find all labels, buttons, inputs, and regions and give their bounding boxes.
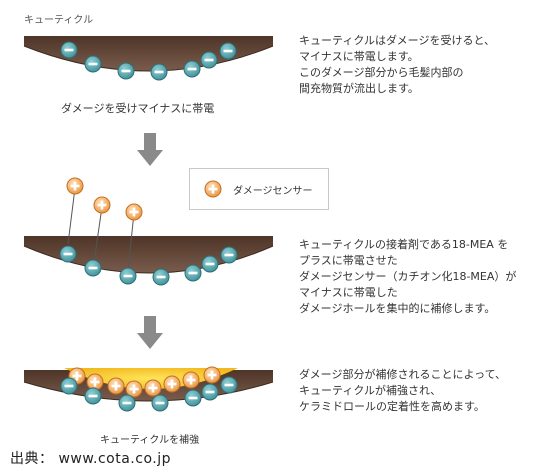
minus-ion xyxy=(84,259,102,277)
minus-ion xyxy=(183,60,201,78)
minus-ion xyxy=(152,268,170,286)
plus-ion xyxy=(107,377,125,395)
diagram-title: キューティクル xyxy=(24,15,94,26)
plus-ion xyxy=(144,379,162,397)
panel1-description: キューティクルはダメージを受けると、 マイナスに帯電します。 このダメージ部分か… xyxy=(299,34,496,95)
panel2-description: キューティクルの接着剤である18-MEA を プラスに帯電させた ダメージセンサ… xyxy=(299,238,517,315)
panel2-cuticle xyxy=(23,177,274,286)
minus-ion xyxy=(150,63,168,81)
minus-ion xyxy=(201,255,219,273)
minus-ion xyxy=(59,245,77,263)
minus-ion xyxy=(200,51,218,69)
legend-label: ダメージセンサー xyxy=(233,186,313,197)
minus-ion xyxy=(220,376,238,394)
minus-ion xyxy=(219,42,237,60)
plus-ion xyxy=(163,375,181,393)
minus-ion xyxy=(184,264,202,282)
down-arrow-icon xyxy=(137,133,163,166)
minus-ion xyxy=(119,267,137,285)
panel1-caption: ダメージを受けマイナスに帯電 xyxy=(61,102,215,115)
plus-ion xyxy=(93,196,111,214)
minus-ion xyxy=(151,394,169,412)
plus-ion-icon xyxy=(204,180,222,198)
minus-ion xyxy=(184,389,202,407)
plus-ion xyxy=(66,177,84,195)
minus-ion xyxy=(220,246,238,264)
minus-ion xyxy=(118,394,136,412)
minus-ion xyxy=(84,387,102,405)
minus-ion xyxy=(60,41,78,59)
plus-ion xyxy=(182,371,200,389)
panel1-cuticle xyxy=(23,36,274,81)
plus-ion xyxy=(125,380,143,398)
panel3-cuticle xyxy=(23,366,274,412)
minus-ion xyxy=(60,377,78,395)
down-arrow-icon xyxy=(137,316,163,349)
minus-ion xyxy=(117,62,135,80)
panel3-description: ダメージ部分が補修されることによって、 キューティクルが補強され、 ケラミドロー… xyxy=(299,368,507,413)
plus-ion xyxy=(203,366,221,384)
panel3-caption: キューティクルを補強 xyxy=(100,435,200,446)
legend-box: ダメージセンサー xyxy=(189,168,329,210)
minus-ion xyxy=(201,383,219,401)
plus-ion xyxy=(125,203,143,221)
minus-ion xyxy=(84,55,102,73)
source-credit: 出典： www.cota.co.jp xyxy=(10,451,171,467)
plus-ion xyxy=(86,373,104,391)
